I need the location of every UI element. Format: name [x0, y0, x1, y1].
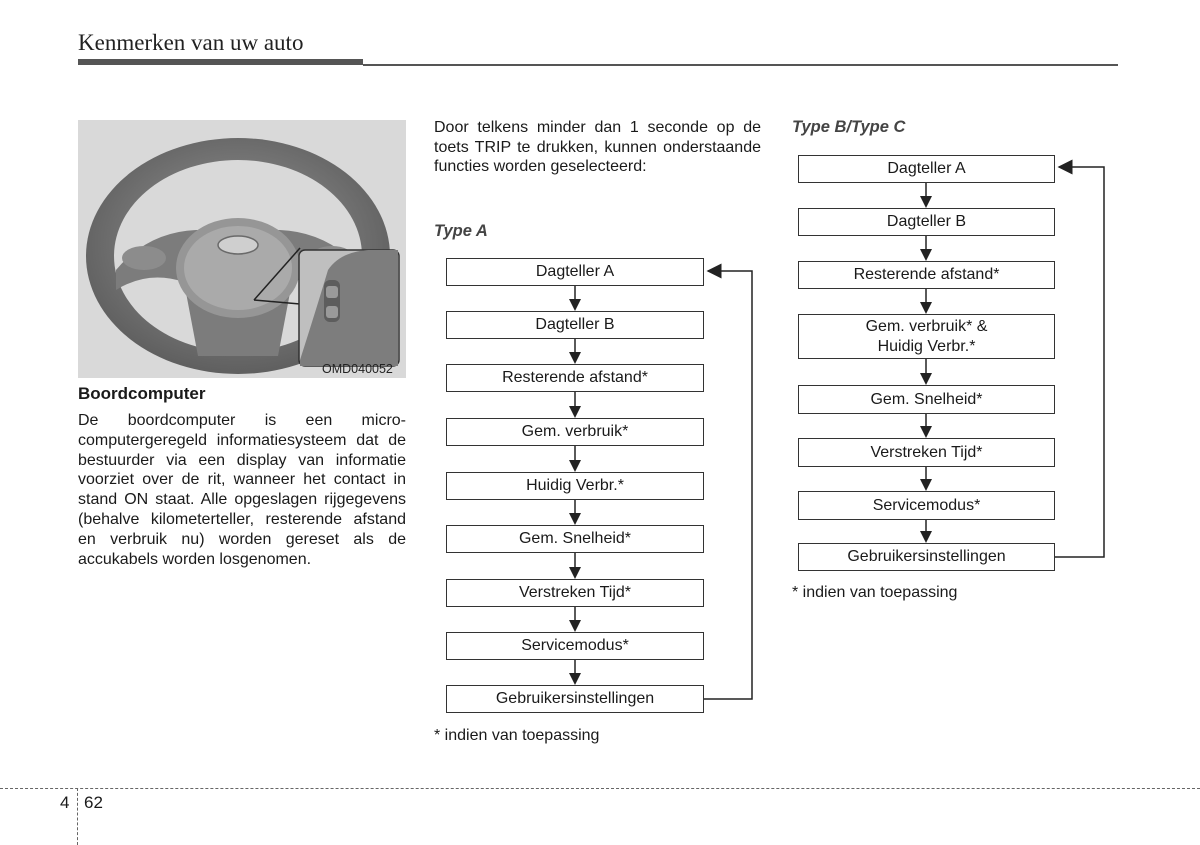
footer-dashed-rule	[0, 788, 1200, 789]
chapter-title: Kenmerken van uw auto	[78, 30, 304, 55]
type-bc-box-5: Gem. Snelheid*	[798, 385, 1055, 414]
type-a-box-7: Verstreken Tijd*	[446, 579, 704, 607]
type-a-box-8: Servicemodus*	[446, 632, 704, 660]
type-bc-down-arrows	[920, 183, 932, 543]
type-a-label: Type A	[434, 222, 488, 240]
type-a-box-9: Gebruikersinstellingen	[446, 685, 704, 713]
type-a-footnote: * indien van toepassing	[434, 727, 600, 744]
figure-code: OMD040052	[322, 362, 393, 376]
type-a-box-3: Resterende afstand*	[446, 364, 704, 392]
type-bc-box-3: Resterende afstand*	[798, 261, 1055, 289]
type-a-box-2: Dagteller B	[446, 311, 704, 339]
intro-paragraph: Door telkens minder dan 1 seconde op de …	[434, 119, 761, 175]
type-a-loop-line	[704, 263, 753, 700]
header-rule	[363, 64, 1118, 66]
header-rule-thick	[78, 59, 363, 65]
intro-text: Door telkens minder dan 1 seconde op de …	[434, 118, 761, 177]
type-bc-box-1: Dagteller A	[798, 155, 1055, 183]
type-bc-box-2: Dagteller B	[798, 208, 1055, 236]
body-paragraph: De boordcomputer is een micro-computerge…	[78, 412, 406, 568]
type-bc-box-8: Gebruikersinstellingen	[798, 543, 1055, 571]
page-number: 62	[84, 793, 103, 812]
type-bc-box-4: Gem. verbruik* & Huidig Verbr.*	[798, 314, 1055, 359]
steering-wheel-figure	[78, 120, 406, 378]
type-a-box-4: Gem. verbruik*	[446, 418, 704, 446]
footer-dashed-divider	[77, 788, 78, 845]
type-bc-label: Type B/Type C	[792, 118, 906, 136]
type-bc-footnote: * indien van toepassing	[792, 584, 958, 601]
type-a-box-1: Dagteller A	[446, 258, 704, 286]
type-bc-box-6: Verstreken Tijd*	[798, 438, 1055, 467]
type-a-box-6: Gem. Snelheid*	[446, 525, 704, 553]
type-bc-box-7: Servicemodus*	[798, 491, 1055, 520]
type-a-box-5: Huidig Verbr.*	[446, 472, 704, 500]
chapter-number: 4	[60, 793, 70, 812]
type-bc-loop-line	[1055, 159, 1105, 558]
steering-wheel-icon	[86, 138, 400, 374]
body-text: De boordcomputer is een micro-computerge…	[78, 411, 406, 569]
section-heading: Boordcomputer	[78, 384, 206, 403]
